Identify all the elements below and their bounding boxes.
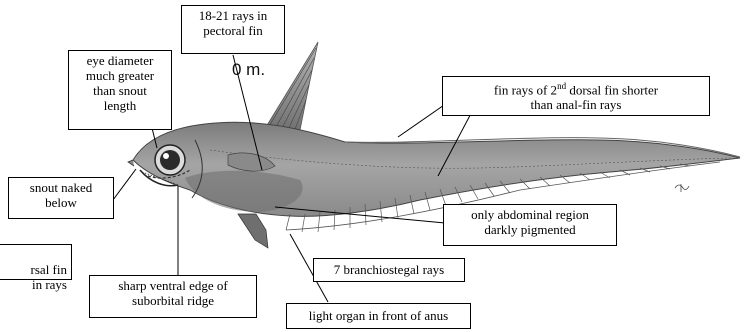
label-eye-diameter: eye diameter much greater than snout len… <box>68 50 172 130</box>
label-abdominal-pigment: only abdominal region darkly pigmented <box>443 204 617 246</box>
label-dorsal-fin-rays: fin rays of 2nd dorsal fin shorter than … <box>442 76 710 116</box>
label-light-organ: light organ in front of anus <box>286 303 471 329</box>
label-suborbital-ridge: sharp ventral edge of suborbital ridge <box>89 275 257 318</box>
label-pectoral-rays: 18-21 rays in pectoral fin <box>181 5 285 54</box>
snout <box>128 160 134 166</box>
label-branchiostegal-rays: 7 branchiostegal rays <box>313 258 465 282</box>
pelvic-fin <box>238 214 268 248</box>
label-snout-naked: snout naked below <box>8 177 114 219</box>
artist-signature <box>675 184 689 192</box>
abdominal-region <box>185 171 303 212</box>
